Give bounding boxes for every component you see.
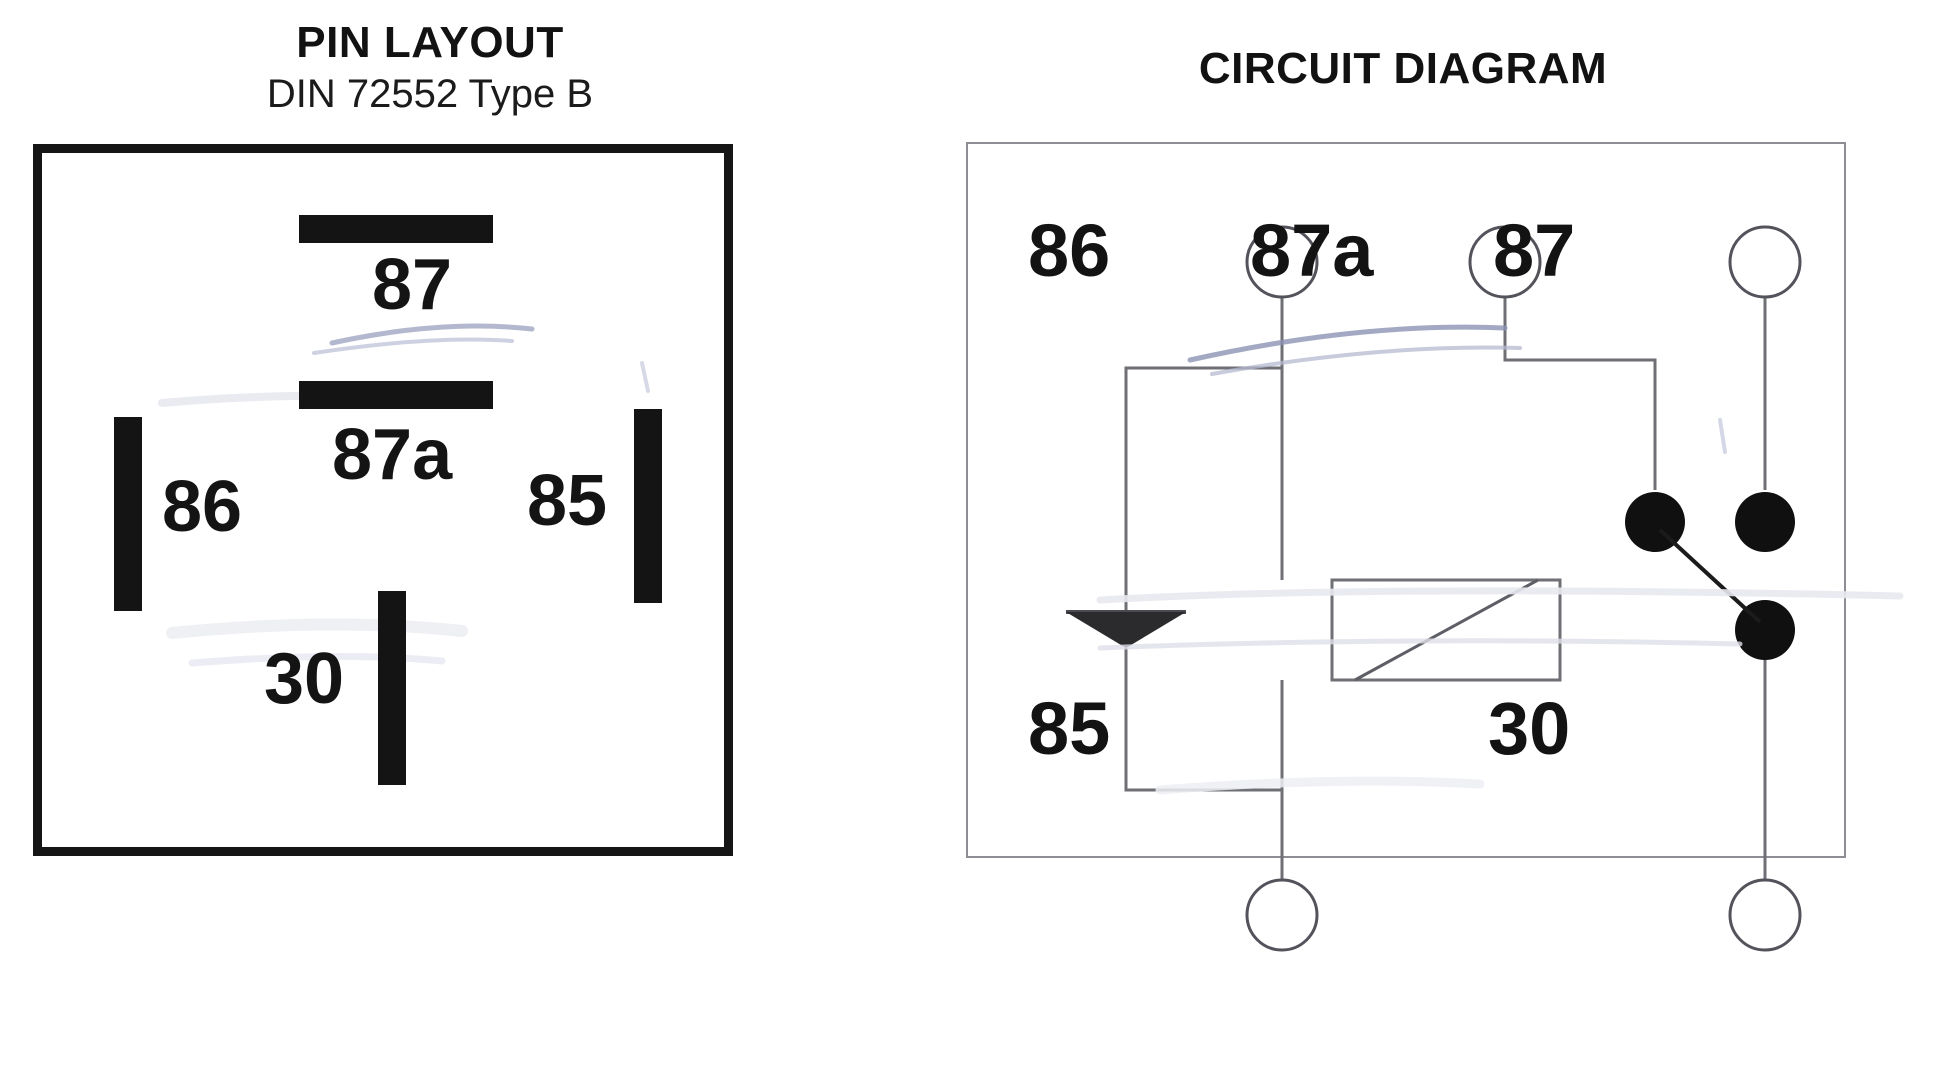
terminal-circle-87a — [1468, 225, 1542, 299]
terminal-circle-86 — [1245, 225, 1319, 299]
terminal-label-87a: 87a — [1250, 209, 1374, 292]
pin-blade-85 — [634, 409, 662, 603]
contact-dot-87 — [1735, 492, 1795, 552]
pin-layout-panel: PIN LAYOUT DIN 72552 Type B 87 87a 86 85… — [0, 0, 860, 1076]
pin-layout-title: PIN LAYOUT — [296, 18, 564, 67]
pin-label-85: 85 — [527, 461, 608, 541]
pin-blade-86 — [114, 417, 142, 611]
armature-line — [1658, 528, 1762, 624]
circuit-diagram-panel: CIRCUIT DIAGRAM — [860, 0, 1946, 1076]
pin-layout-subtitle: DIN 72552 Type B — [266, 72, 594, 116]
relay-body-outline: 87 87a 86 85 30 — [33, 144, 733, 856]
circuit-schematic — [1066, 225, 1904, 952]
terminal-circle-85 — [1245, 878, 1319, 952]
terminal-circle-87 — [1728, 225, 1802, 299]
circuit-diagram-title: CIRCUIT DIAGRAM — [1198, 44, 1608, 93]
pin-label-86: 86 — [162, 467, 243, 547]
terminal-label-30: 30 — [1488, 687, 1571, 770]
flyback-diode-icon — [1066, 610, 1186, 648]
terminal-label-87: 87 — [1493, 209, 1576, 292]
pin-label-30: 30 — [264, 639, 345, 719]
wire-diode-branch-upper — [1124, 366, 1282, 612]
terminal-label-85: 85 — [1028, 687, 1111, 770]
wire-87a-to-contact — [1503, 296, 1657, 490]
relay-coil-icon — [1330, 578, 1562, 682]
pin-blade-87 — [299, 215, 493, 243]
wire-diode-branch-lower — [1124, 648, 1282, 792]
terminal-label-86: 86 — [1028, 209, 1111, 292]
reflection-swoosh-icon — [1096, 324, 1904, 795]
terminal-circle-30 — [1728, 878, 1802, 952]
circuit-diagram-outline — [966, 142, 1846, 858]
pin-label-87a: 87a — [332, 415, 453, 495]
pin-label-87: 87 — [372, 245, 453, 325]
pin-blade-87a — [299, 381, 493, 409]
pin-blade-30 — [378, 591, 406, 785]
